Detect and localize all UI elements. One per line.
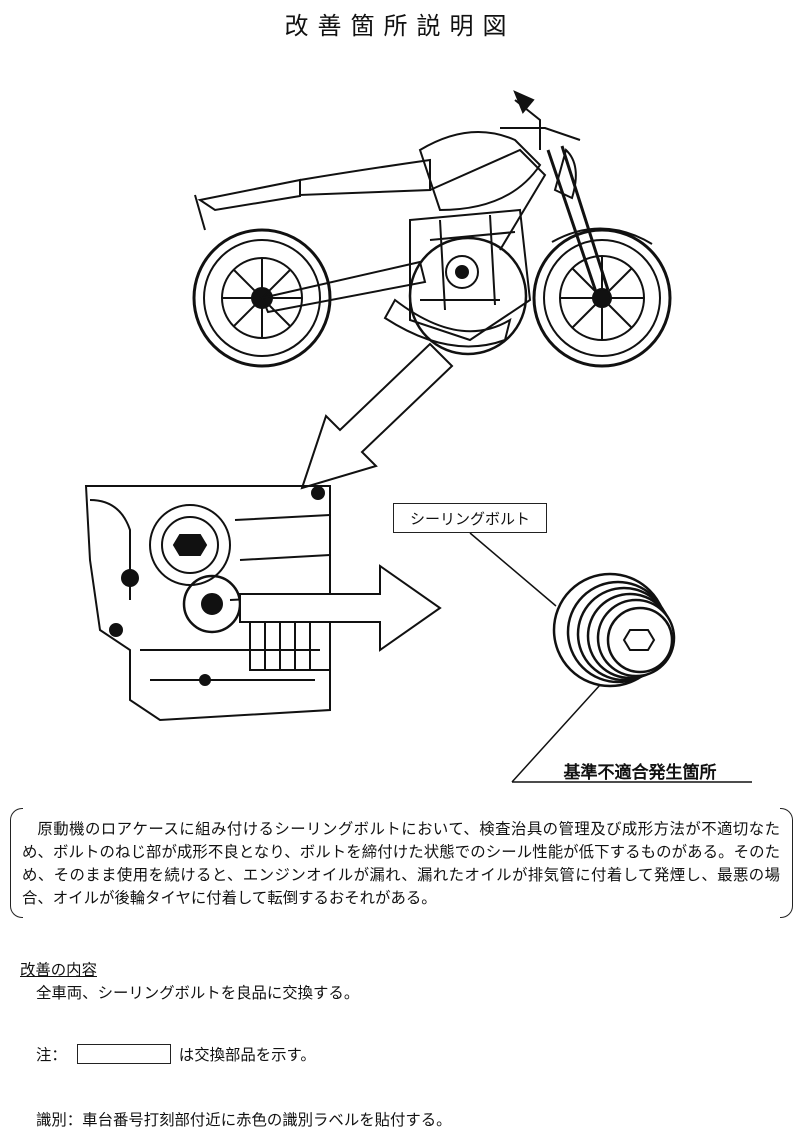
note-line: 注： は交換部品を示す。 xyxy=(36,1043,316,1065)
improvement-heading: 改善の内容 xyxy=(20,961,97,979)
note-suffix: は交換部品を示す。 xyxy=(178,1046,316,1064)
motorcycle-illustration xyxy=(192,90,672,368)
replacement-part-legend-box xyxy=(76,1044,171,1064)
illustration-canvas xyxy=(84,90,752,783)
arrow-to-detail xyxy=(300,342,454,490)
note-prefix: 注： xyxy=(36,1046,67,1064)
sealing-bolt-label: シーリングボルト xyxy=(393,503,547,533)
label-pointer-line xyxy=(469,532,557,607)
defect-location-label: 基準不適合発生箇所 xyxy=(563,763,717,783)
sealing-bolt-illustration xyxy=(552,572,676,688)
identification-text: 識別：車台番号打刻部付近に赤色の識別ラベルを貼付する。 xyxy=(36,1111,452,1129)
defect-pointer xyxy=(511,684,752,783)
arrow-to-bolt xyxy=(239,564,442,652)
right-bracket xyxy=(780,808,793,918)
page-title: 改善箇所説明図 xyxy=(284,12,516,40)
improvement-text: 全車両、シーリングボルトを良品に交換する。 xyxy=(36,984,360,1002)
defect-description: 原動機のロアケースに組み付けるシーリングボルトにおいて、検査治具の管理及び成形方… xyxy=(22,820,780,907)
